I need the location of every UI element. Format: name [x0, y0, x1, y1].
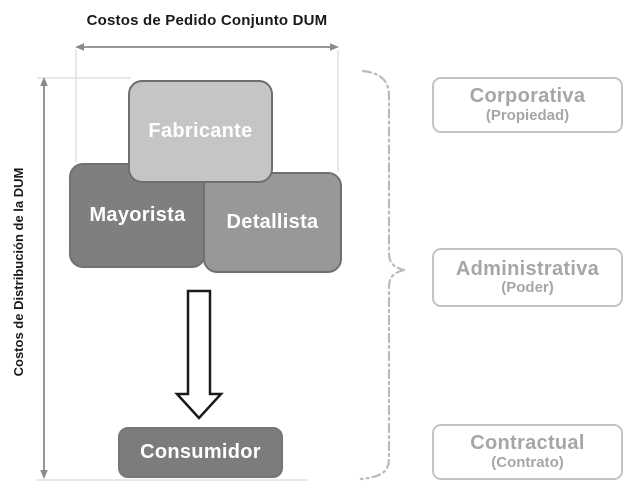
left-dimension-arrow — [40, 77, 48, 479]
category-corporativa: Corporativa (Propiedad) — [432, 77, 623, 133]
node-fabricante: Fabricante — [128, 80, 273, 183]
node-fabricante-label: Fabricante — [148, 120, 253, 142]
category-administrativa-subtitle: (Poder) — [501, 279, 554, 297]
top-axis-label: Costos de Pedido Conjunto DUM — [86, 12, 328, 29]
node-consumidor-label: Consumidor — [140, 441, 261, 463]
category-contractual-subtitle: (Contrato) — [491, 453, 564, 471]
node-consumidor: Consumidor — [118, 427, 283, 478]
node-detallista-label: Detallista — [226, 211, 319, 233]
guide-lines — [36, 50, 339, 481]
brace-dashdot — [359, 69, 406, 481]
category-contractual: Contractual (Contrato) — [432, 424, 623, 480]
flow-down-arrow — [174, 289, 224, 420]
category-corporativa-title: Corporativa — [469, 85, 586, 108]
category-administrativa: Administrativa (Poder) — [432, 248, 623, 307]
top-dimension-arrow — [75, 43, 339, 51]
category-corporativa-subtitle: (Propiedad) — [485, 106, 570, 124]
node-detallista: Detallista — [203, 172, 342, 273]
category-contractual-title: Contractual — [470, 432, 585, 455]
node-mayorista-label: Mayorista — [89, 204, 186, 226]
category-administrativa-title: Administrativa — [455, 257, 600, 280]
